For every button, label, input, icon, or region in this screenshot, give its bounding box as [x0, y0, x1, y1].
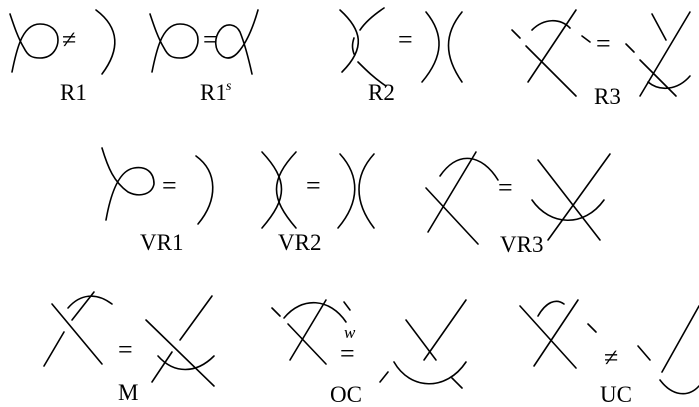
uc-left-arc-tail: [587, 323, 597, 333]
move-uc: ≠ UC: [519, 299, 699, 407]
vr2-label: VR2: [278, 230, 321, 255]
vr3-left-diag-1: [425, 187, 479, 245]
vr3-right-arc: [531, 199, 605, 221]
r3-relation: =: [596, 29, 611, 58]
uc-label: UC: [600, 382, 632, 407]
r3-left-diag-1: [511, 29, 521, 39]
vr1-relation: =: [162, 171, 177, 200]
r2-label: R2: [368, 80, 395, 105]
move-r2: = R2: [339, 7, 463, 105]
m-left-diag-2b: [43, 331, 65, 367]
move-vr1: = VR1: [101, 147, 214, 255]
oc-left-diag-1: [271, 307, 281, 317]
m-right-diag-1: [145, 319, 215, 387]
r1-left-kink: [9, 13, 59, 73]
vr3-relation: =: [498, 173, 513, 202]
r3-left-arc: [531, 19, 571, 31]
r1s-label: R1: [200, 80, 227, 105]
move-vr2: = VR2: [261, 151, 375, 255]
oc-left-diag-2: [289, 299, 327, 361]
move-vr3: = VR3: [425, 151, 611, 257]
vr2-strand-b: [275, 151, 297, 229]
move-m: = M: [43, 291, 215, 405]
oc-right-diag-2: [423, 299, 467, 361]
m-right-arc: [157, 355, 215, 371]
oc-label: OC: [330, 382, 362, 407]
r2-under-strand-mid: [351, 37, 355, 55]
uc-right-diag-2: [661, 305, 699, 373]
oc-left-diag-1b: [287, 323, 327, 365]
r3-left-diag-1b: [525, 45, 577, 97]
m-relation: =: [118, 335, 133, 364]
oc-right-arc: [393, 361, 467, 385]
vr1-label: VR1: [140, 230, 183, 255]
oc-right-tail-1: [379, 371, 389, 383]
vr3-label: VR3: [500, 232, 543, 257]
move-r1s: = R1 s: [149, 9, 259, 105]
uc-right-diag-1: [637, 345, 651, 361]
r2-right-arc-2: [447, 11, 463, 83]
vr3-left-diag-2: [427, 151, 477, 233]
r1s-relation: =: [203, 25, 218, 54]
oc-relation: =: [340, 339, 355, 368]
r1-right-arc: [95, 9, 116, 75]
oc-relation-mark: w: [344, 323, 356, 342]
oc-left-arc-tail: [343, 301, 351, 311]
vr1-left-kink: [101, 147, 155, 221]
vr3-left-arc: [439, 157, 499, 181]
r3-left-arc-tail: [581, 35, 591, 43]
m-label: M: [118, 380, 138, 405]
uc-left-diag-1: [519, 305, 577, 369]
uc-right-arc: [659, 379, 699, 395]
m-right-diag-2b: [151, 351, 173, 383]
m-right-diag-2: [179, 295, 213, 341]
r1s-label-superscript: s: [226, 79, 232, 94]
r2-over-strand: [339, 9, 360, 73]
r2-right-arc-1: [421, 11, 440, 83]
r3-right-top: [651, 13, 667, 41]
vr2-relation: =: [306, 171, 321, 200]
vr3-right-diag-1: [537, 159, 601, 241]
r1s-left-kink: [149, 13, 199, 73]
r1-label: R1: [60, 80, 87, 105]
r3-right-diag-1b: [639, 59, 677, 97]
m-left-arc: [67, 295, 113, 309]
r3-right-diag-1: [625, 43, 635, 53]
uc-relation: ≠: [604, 343, 618, 372]
r1-relation: ≠: [62, 25, 76, 54]
vr3-right-diag-2: [547, 153, 611, 241]
uc-left-diag-2: [533, 299, 579, 367]
vr2-right-arc-1: [337, 153, 356, 229]
oc-right-tail-2: [451, 377, 463, 389]
uc-left-arc-a: [537, 300, 565, 317]
r3-right-arc: [647, 75, 691, 89]
vr2-right-arc-2: [358, 153, 375, 229]
r2-under-strand-bottom: [357, 61, 387, 87]
r3-left-diag-2: [527, 9, 577, 83]
vr1-right-arc: [195, 155, 214, 225]
r3-label: R3: [594, 84, 621, 109]
move-r3: = R3: [511, 9, 691, 109]
vr2-strand-a: [261, 151, 283, 229]
r2-under-strand-top: [359, 7, 385, 31]
oc-left-arc: [283, 301, 347, 323]
move-oc: w = OC: [271, 299, 467, 407]
move-r1: ≠ R1: [9, 9, 116, 105]
m-left-diag-1: [51, 303, 103, 365]
r2-relation: =: [398, 25, 413, 54]
oc-right-diag-1: [405, 319, 437, 361]
r1s-right-kink: [214, 9, 259, 75]
